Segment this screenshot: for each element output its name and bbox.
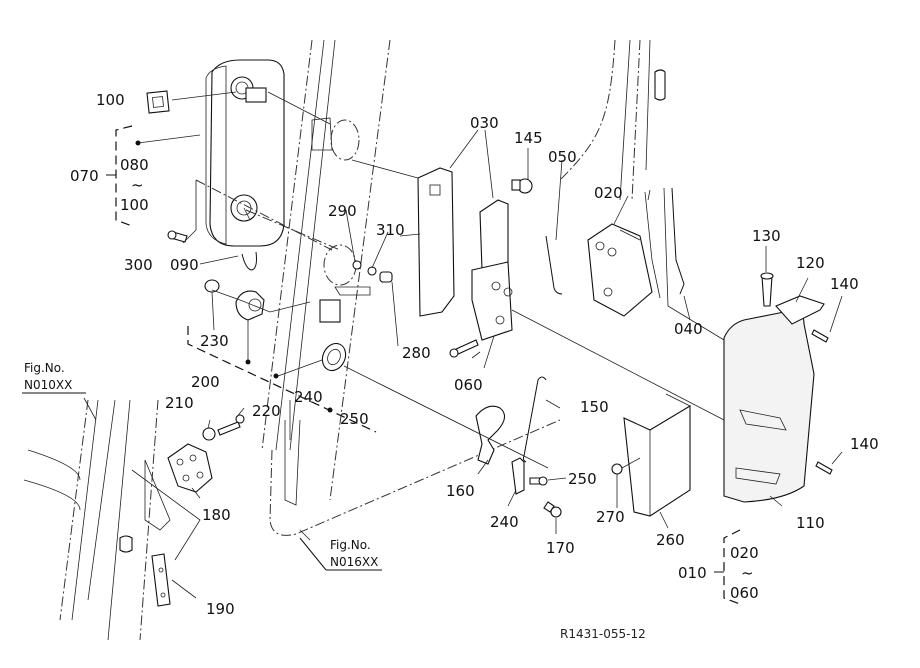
callout-100: 100 xyxy=(96,91,125,109)
callout-250-group: 250 xyxy=(340,410,369,428)
part-130-pin xyxy=(760,272,774,307)
part-110-cover xyxy=(723,309,815,503)
figure-ref-N016XX: Fig.No. N016XX xyxy=(299,537,382,571)
group-bracket-220 xyxy=(187,326,377,433)
callout-210: 210 xyxy=(165,394,194,412)
callout-260: 260 xyxy=(656,531,685,549)
part-040-rod xyxy=(644,187,685,299)
callout-200: 200 xyxy=(191,373,220,391)
callout-170: 170 xyxy=(546,539,575,557)
callout-270: 270 xyxy=(596,508,625,526)
part-190-block xyxy=(151,553,171,607)
part-240-ring xyxy=(321,342,347,372)
panel-bracket xyxy=(311,117,393,323)
part-140-screw-upper xyxy=(811,329,829,343)
part-240-bracket xyxy=(511,457,525,495)
callout-140-lower: 140 xyxy=(850,435,879,453)
group-range-from: 020 xyxy=(730,544,759,562)
group-parent: 070 xyxy=(70,167,99,185)
part-150-rod xyxy=(522,376,547,463)
part-220-cylinder xyxy=(235,290,265,321)
part-030-plate xyxy=(417,167,513,341)
part-020-lock xyxy=(587,223,653,317)
part-140-screw-lower xyxy=(815,461,833,475)
part-145-bolt xyxy=(511,178,533,194)
group-range-from: 080 xyxy=(120,156,149,174)
callout-220: 220 xyxy=(252,402,281,420)
group-range-to: 060 xyxy=(730,584,759,602)
group-range-to: 100 xyxy=(120,196,149,214)
figure-ref-label: Fig.No. xyxy=(330,538,371,552)
callout-240-bracket: 240 xyxy=(490,513,519,531)
inner-handle-070 xyxy=(205,59,285,247)
part-180-plate xyxy=(167,443,213,493)
leader-lines xyxy=(83,91,843,599)
callout-240-group: 240 xyxy=(294,388,323,406)
group-parent: 010 xyxy=(678,564,707,582)
callout-030: 030 xyxy=(470,114,499,132)
callout-050: 050 xyxy=(548,148,577,166)
part-200-bolt xyxy=(217,414,245,436)
callout-190: 190 xyxy=(206,600,235,618)
figure-ref-code: N010XX xyxy=(24,378,72,392)
callout-250-screw: 250 xyxy=(568,470,597,488)
part-210-washer xyxy=(202,427,216,441)
group-range-sep: ~ xyxy=(131,176,144,194)
callout-180: 180 xyxy=(202,506,231,524)
callout-280: 280 xyxy=(402,344,431,362)
reference-code: R1431-055-12 xyxy=(560,627,646,641)
callout-120: 120 xyxy=(796,254,825,272)
figure-ref-N010XX: Fig.No. N010XX xyxy=(22,361,86,394)
callout-040: 040 xyxy=(674,320,703,338)
callout-150: 150 xyxy=(580,398,609,416)
group-label-010: 010 020 ~ 060 xyxy=(678,544,759,602)
callout-130: 130 xyxy=(752,227,781,245)
part-060-screw xyxy=(449,339,479,358)
group-bracket-010 xyxy=(714,529,741,605)
callout-230: 230 xyxy=(200,332,229,350)
part-callouts: 100 300 090 290 310 230 280 220 240 250 … xyxy=(96,91,879,618)
part-260-cover xyxy=(623,393,691,517)
group-bracket-070 xyxy=(106,125,141,227)
part-170-screw xyxy=(543,501,562,518)
callout-060: 060 xyxy=(454,376,483,394)
callout-300: 300 xyxy=(124,256,153,274)
callout-090: 090 xyxy=(170,256,199,274)
part-300-screw xyxy=(167,230,188,243)
part-120-handle xyxy=(775,295,825,325)
group-label-070: 070 080 ~ 100 xyxy=(70,156,149,214)
part-100-cap xyxy=(146,90,170,114)
callout-140-upper: 140 xyxy=(830,275,859,293)
callout-160: 160 xyxy=(446,482,475,500)
cab-frame-phantom xyxy=(23,39,666,641)
part-250-screw xyxy=(529,476,548,486)
callout-145: 145 xyxy=(514,129,543,147)
group-range-sep: ~ xyxy=(741,564,754,582)
figure-ref-code: N016XX xyxy=(330,555,378,569)
figure-ref-label: Fig.No. xyxy=(24,361,65,375)
callout-290: 290 xyxy=(328,202,357,220)
callout-020: 020 xyxy=(594,184,623,202)
callout-110: 110 xyxy=(796,514,825,532)
part-160-hook xyxy=(475,405,506,465)
part-050-rod xyxy=(545,235,563,295)
part-090-clip xyxy=(241,251,257,271)
callout-310: 310 xyxy=(376,221,405,239)
